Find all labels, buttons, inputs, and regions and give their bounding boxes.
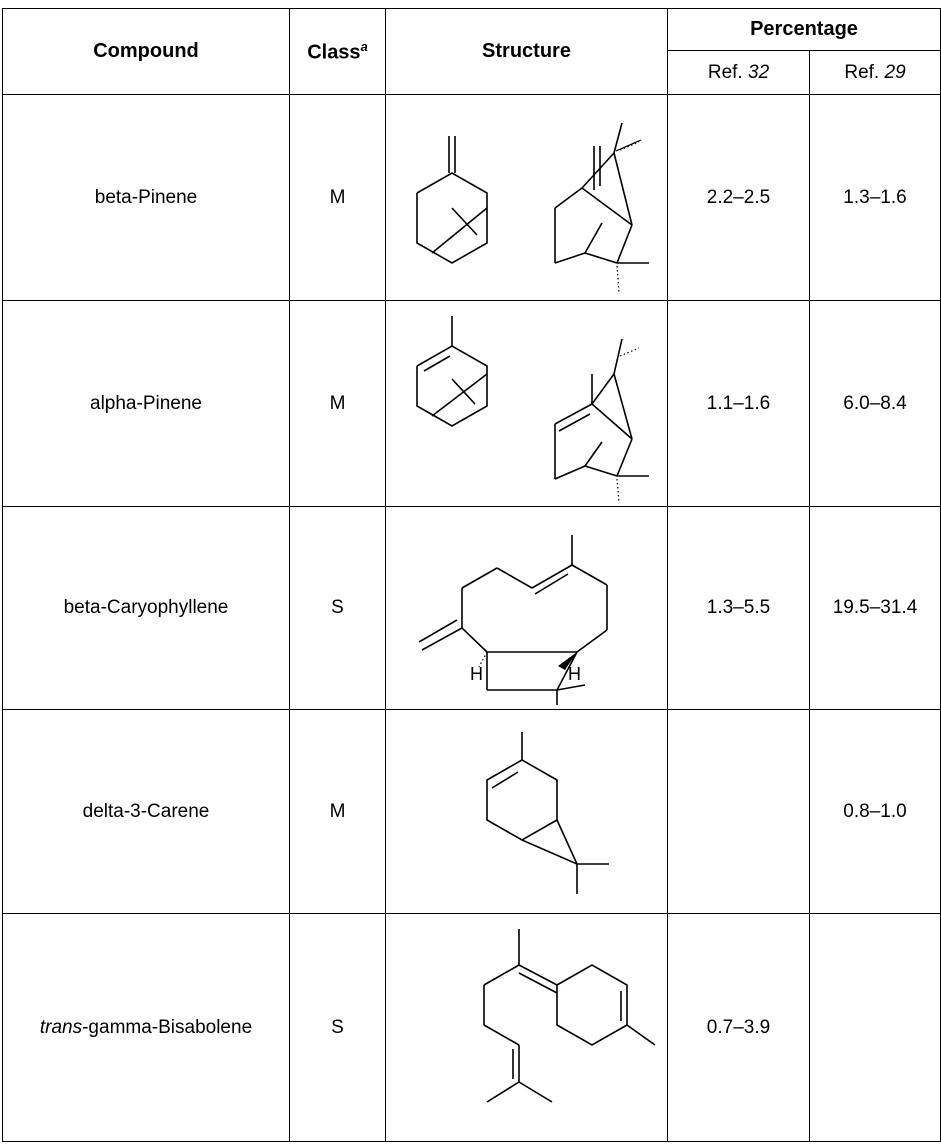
compound-name: beta-Pinene (2, 94, 290, 301)
structure-beta-pinene (385, 94, 668, 301)
percentage-ref-32: 1.1–1.6 (667, 300, 810, 507)
compound-class: M (289, 300, 386, 507)
hydrogen-label-left: H (470, 664, 483, 684)
header-row-top: Compound Classa Structure Percentage (2, 8, 941, 95)
compound-name: delta-3-Carene (2, 709, 290, 914)
percentage-ref-32: 1.3–5.5 (667, 506, 810, 710)
compound-class: M (289, 94, 386, 301)
header-class: Classa (289, 8, 386, 95)
class-footnote-marker: a (360, 38, 368, 54)
header-percentage: Percentage (667, 8, 941, 51)
compound-name: beta-Caryophyllene (2, 506, 290, 710)
percentage-ref-32: 0.7–3.9 (667, 913, 810, 1142)
compound-class: M (289, 709, 386, 914)
header-row-sub: Ref. 32 Ref. 29 (3, 50, 941, 95)
percentage-ref-29: 19.5–31.4 (809, 506, 941, 710)
percentage-ref-29 (809, 913, 941, 1142)
structure-beta-pinene-image (415, 122, 649, 293)
structure-delta-3-carene (385, 709, 668, 914)
percentage-ref-29: 6.0–8.4 (809, 300, 941, 507)
header-structure: Structure (385, 8, 668, 95)
structure-beta-caryophyllene-image: H H (418, 535, 608, 705)
hydrogen-label-right: H (568, 664, 581, 684)
compound-class: S (289, 913, 386, 1142)
table-row: alpha-Pinene M (2, 300, 941, 507)
header-ref-29: Ref. 29 (809, 50, 941, 95)
percentage-ref-32: 2.2–2.5 (667, 94, 810, 301)
percentage-ref-29: 1.3–1.6 (809, 94, 941, 301)
header-compound: Compound (2, 8, 290, 95)
structure-delta-3-carene-image (485, 731, 609, 894)
structure-alpha-pinene (385, 300, 668, 507)
table-row: delta-3-Carene M 0.8–1.0 (2, 709, 941, 914)
compound-table: Compound Classa Structure Percentage Ref… (2, 8, 941, 1142)
percentage-ref-32 (667, 709, 810, 914)
table-row: beta-Pinene M (2, 94, 941, 301)
compound-name: alpha-Pinene (2, 300, 290, 507)
percentage-ref-29: 0.8–1.0 (809, 709, 941, 914)
header-ref-32: Ref. 32 (667, 50, 810, 95)
structure-alpha-pinene-image (415, 315, 649, 502)
compound-class: S (289, 506, 386, 710)
table-row: trans-gamma-Bisabolene S (2, 913, 941, 1142)
structure-beta-caryophyllene: H H (385, 506, 668, 710)
structure-trans-gamma-bisabolene (385, 913, 668, 1142)
table-row: beta-Caryophyllene S (2, 506, 941, 710)
structure-trans-gamma-bisabolene-image (482, 928, 655, 1103)
compound-name: trans-gamma-Bisabolene (2, 913, 290, 1142)
